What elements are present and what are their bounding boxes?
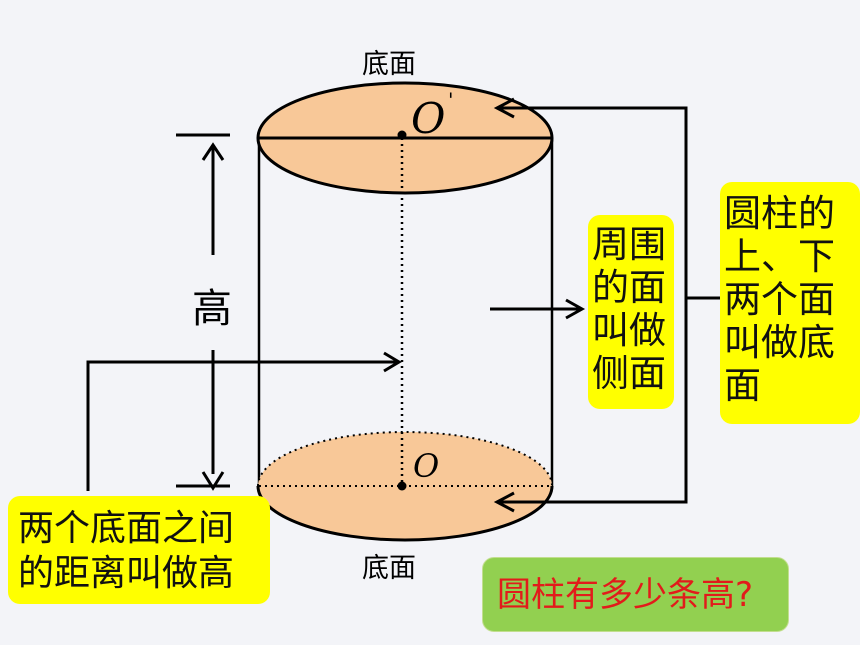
top-center-label: O bbox=[411, 94, 446, 143]
top-center-point bbox=[397, 130, 407, 140]
bottom-base-arrowhead bbox=[493, 491, 515, 513]
lateral-surface-arrowhead bbox=[565, 298, 586, 320]
lateral-surface-line-2: 的面 bbox=[592, 266, 666, 309]
bottom-base-front-edge bbox=[256, 485, 554, 542]
height-definition-line-1: 两个底面之间 bbox=[18, 508, 235, 549]
height-question-box: 圆柱有多少条高? bbox=[482, 557, 789, 632]
base-bracket bbox=[500, 106, 688, 504]
height-label: 高 bbox=[192, 286, 232, 332]
height-up-arrow bbox=[201, 142, 225, 161]
height-down-arrow bbox=[201, 471, 225, 491]
lateral-surface-line-4: 侧面 bbox=[592, 352, 666, 395]
lateral-surface-line-1: 周围 bbox=[592, 223, 666, 266]
bottom-base-label: 底面 bbox=[362, 553, 416, 584]
top-base-arrowhead bbox=[493, 97, 515, 119]
height-definition-callout: 两个底面之间 的距离叫做高 bbox=[8, 496, 270, 604]
top-center-prime: ' bbox=[448, 88, 454, 112]
base-definition-line-4: 叫做底 bbox=[724, 321, 835, 364]
height-definition-line-2: 的距离叫做高 bbox=[18, 553, 235, 594]
lateral-surface-line-3: 叫做 bbox=[592, 309, 666, 352]
height-definition-arrowhead bbox=[383, 351, 402, 373]
base-definition-callout: 圆柱的 上、下 两个面 叫做底 面 bbox=[720, 182, 860, 424]
bottom-center-label: O bbox=[413, 447, 440, 485]
base-definition-line-3: 两个面 bbox=[724, 278, 835, 321]
base-definition-line-1: 圆柱的 bbox=[724, 192, 835, 235]
top-base-label: 底面 bbox=[362, 49, 416, 80]
bottom-center-point bbox=[397, 481, 407, 491]
base-definition-line-5: 面 bbox=[724, 364, 761, 407]
base-definition-line-2: 上、下 bbox=[724, 235, 835, 278]
height-definition-connector bbox=[86, 360, 397, 491]
bottom-base-back-edge bbox=[257, 431, 553, 487]
lateral-surface-callout: 周围 的面 叫做 侧面 bbox=[588, 215, 674, 409]
